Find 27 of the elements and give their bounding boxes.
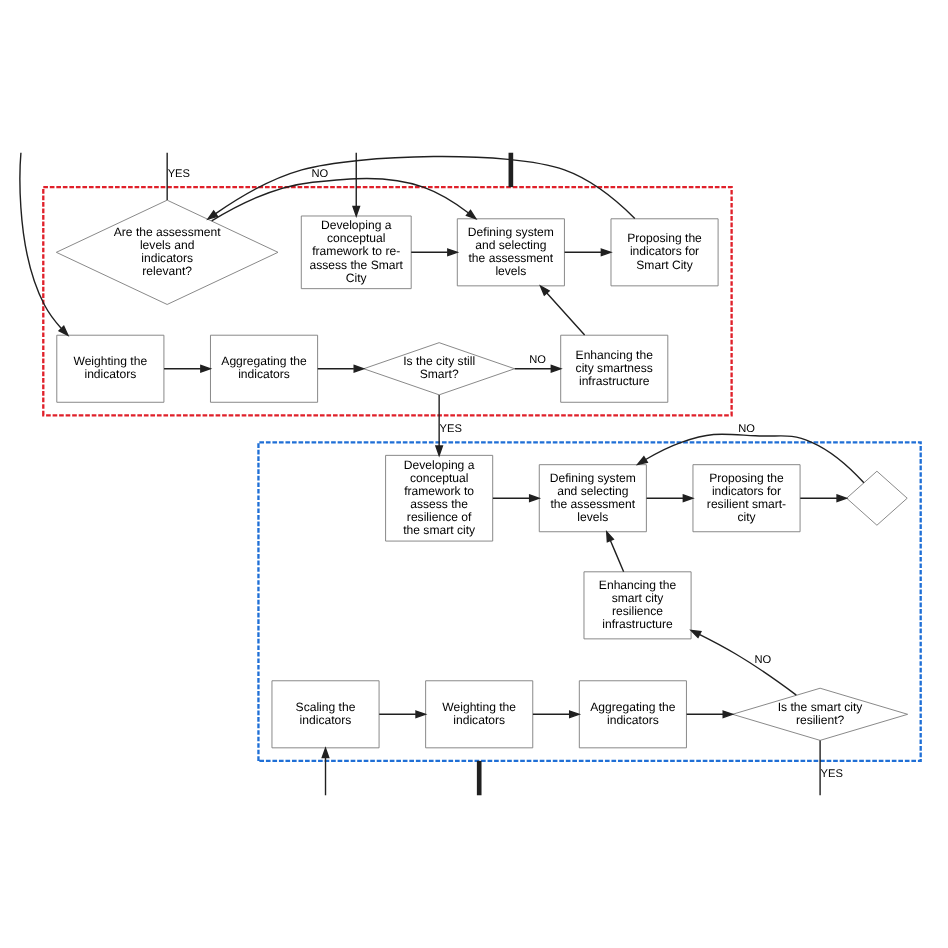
- arrow: [206, 155, 636, 221]
- connector: [476, 760, 482, 796]
- arrow: [645, 493, 695, 503]
- arrow: [539, 284, 586, 336]
- arrow: [352, 152, 361, 218]
- arrow: [689, 629, 797, 696]
- cluster: [42, 185, 733, 417]
- connector: [508, 152, 514, 188]
- arrow: [19, 152, 70, 337]
- node-diamond: [846, 470, 908, 526]
- arrow: [492, 493, 542, 503]
- arrow: [605, 529, 625, 573]
- arrow: [434, 394, 444, 458]
- arrow: [635, 433, 865, 484]
- connector: [166, 152, 168, 201]
- arrow: [513, 364, 563, 373]
- arrow: [799, 493, 849, 503]
- arrow: [163, 364, 213, 373]
- arrow: [317, 364, 366, 373]
- arrow: [321, 746, 330, 796]
- arrow: [563, 248, 613, 257]
- connector: [819, 739, 821, 796]
- arrow: [532, 710, 582, 719]
- arrow: [410, 248, 460, 257]
- arrow: [378, 710, 428, 719]
- arrow: [210, 177, 478, 222]
- arrow: [685, 710, 735, 719]
